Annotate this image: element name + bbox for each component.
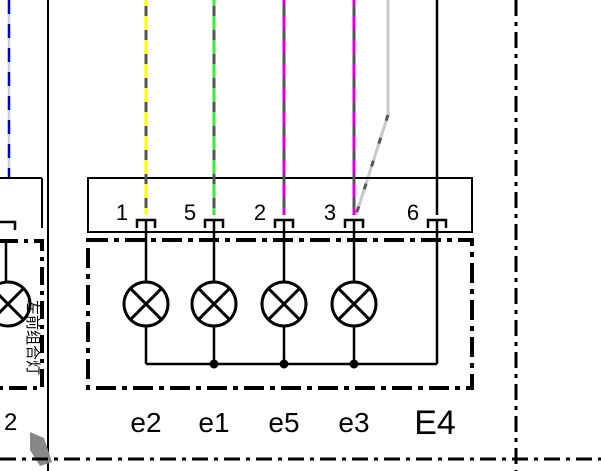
pin-number-6: 6 (407, 200, 419, 225)
lamp-cross-b-e1 (197, 287, 231, 321)
lamp-cross-b-e5 (267, 287, 301, 321)
lamp-label-e2: e2 (130, 407, 161, 438)
pins-group: 1 e2 5 e1 2 e5 3 e3 6 (116, 0, 448, 438)
left-lamp-icon (0, 280, 32, 328)
component-dashed-box (86, 238, 474, 390)
left-pin-terminal (0, 220, 17, 230)
left-partial-component: 左前组合灯 2 (0, 0, 52, 471)
lamp-cross-b-e2 (129, 287, 163, 321)
gray-wire-dash (354, 114, 390, 216)
lamp-label-e3: e3 (338, 407, 369, 438)
left-partial-label: 2 (4, 409, 17, 436)
lamp-label-e5: e5 (268, 407, 299, 438)
light-gray-wire (354, 0, 390, 216)
lamp-cross-b-e3 (337, 287, 371, 321)
left-vertical-text: 左前组合灯 (24, 300, 41, 375)
pin-number-2: 2 (254, 200, 266, 225)
left-lamp-cross-b (0, 286, 26, 315)
component-label: E4 (414, 404, 456, 442)
lamp-label-e1: e1 (198, 407, 229, 438)
pin-number-5: 5 (184, 200, 196, 225)
pin-number-1: 1 (116, 200, 128, 225)
left-dashed-box (0, 239, 44, 390)
connector-outline (87, 177, 473, 233)
pin-number-3: 3 (324, 200, 336, 225)
